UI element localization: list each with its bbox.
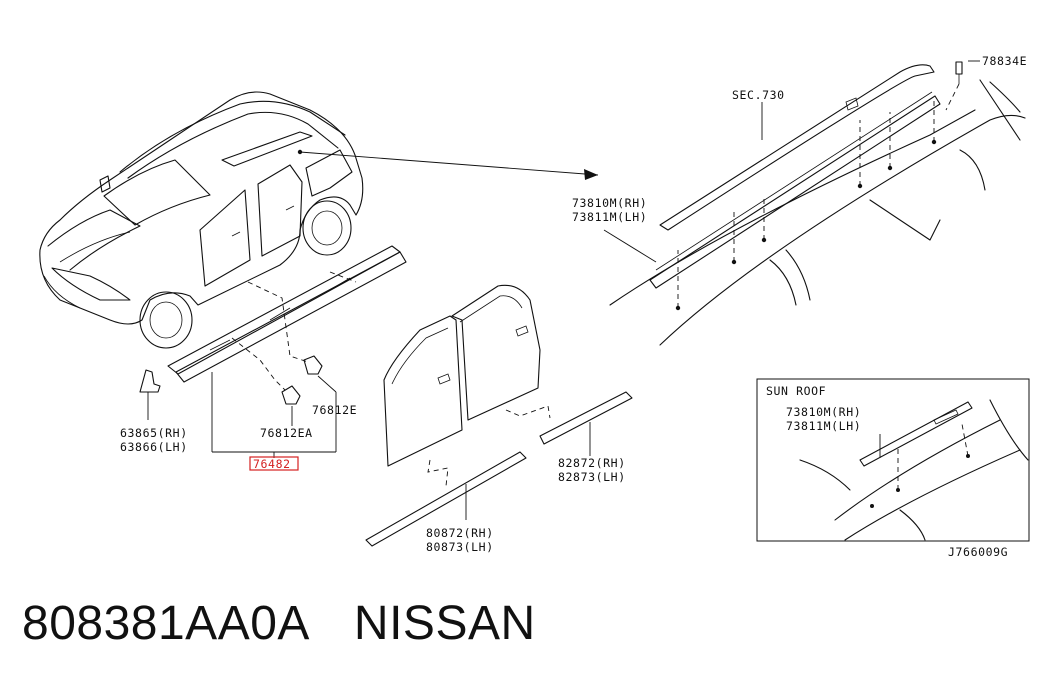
label-sunroof-73810m-rh: 73810M(RH) xyxy=(786,405,861,419)
label-63865-rh: 63865(RH) xyxy=(120,426,188,440)
label-76482: 76482 xyxy=(253,457,291,471)
part-number: 808381AA0A xyxy=(22,597,310,650)
label-76812ea: 76812EA xyxy=(260,426,313,440)
76482-callout-bracket xyxy=(147,372,337,458)
label-sunroof-73811m-lh: 73811M(LH) xyxy=(786,419,861,433)
label-80872-rh: 80872(RH) xyxy=(426,526,494,540)
sunroof-inset xyxy=(756,378,1030,542)
door-mouldings xyxy=(365,391,633,547)
label-73811m-lh: 73811M(LH) xyxy=(572,210,647,224)
highlight-box-76482 xyxy=(249,456,299,471)
sunroof-title: SUN ROOF xyxy=(766,384,826,398)
reference-arrow xyxy=(297,149,599,180)
label-63866-lh: 63866(LH) xyxy=(120,440,188,454)
doors-illustration xyxy=(383,284,541,467)
label-82873-lh: 82873(LH) xyxy=(558,470,626,484)
label-76812e: 76812E xyxy=(312,403,357,417)
label-sec730: SEC.730 xyxy=(732,88,785,102)
vehicle-illustration xyxy=(39,91,364,349)
diagram-code: J766009G xyxy=(948,545,1008,559)
brand-name: NISSAN xyxy=(353,597,536,650)
label-80873-lh: 80873(LH) xyxy=(426,540,494,554)
part-labels: SEC.730 78834E 73810M(RH) 73811M(LH) 638… xyxy=(120,54,1027,559)
footer-caption: 808381AA0A NISSAN xyxy=(22,596,580,651)
roof-leaders xyxy=(603,60,980,263)
sill-dashed-guides xyxy=(231,271,357,391)
label-82872-rh: 82872(RH) xyxy=(558,456,626,470)
sill-moulding-part xyxy=(139,245,407,405)
label-78834e: 78834E xyxy=(982,54,1027,68)
roof-illustration xyxy=(609,61,1026,346)
label-73810m-rh: 73810M(RH) xyxy=(572,196,647,210)
